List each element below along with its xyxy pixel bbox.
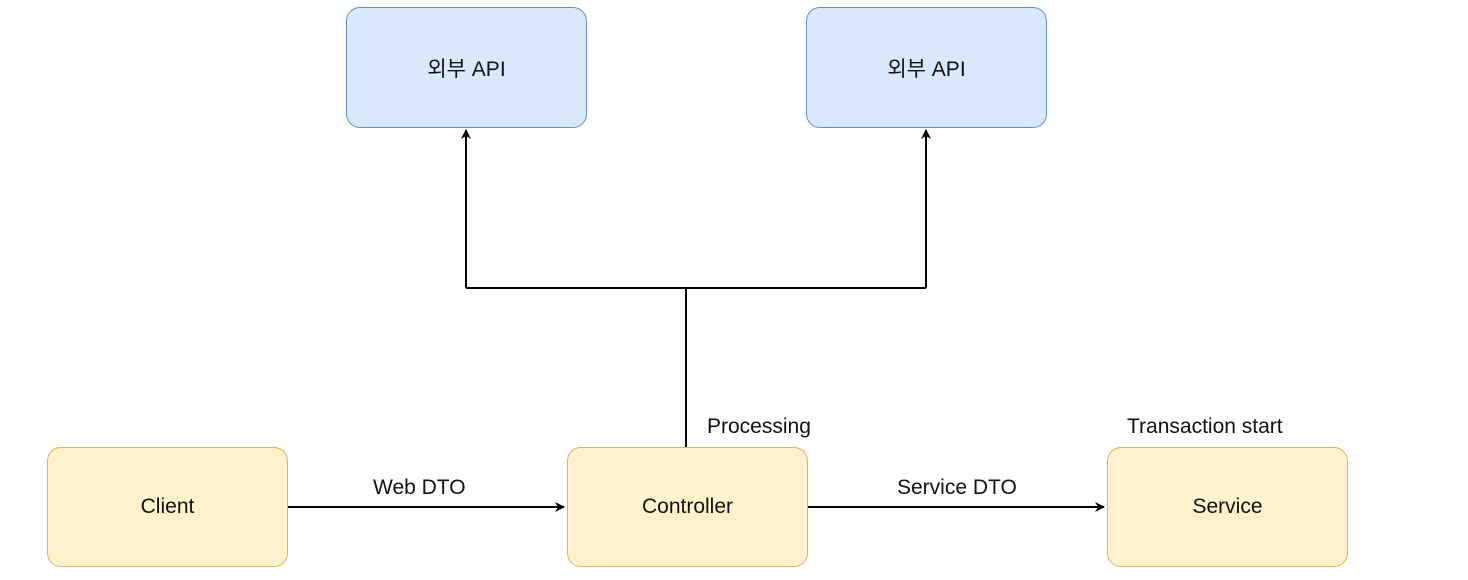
external-api-left-label: 외부 API <box>427 57 506 81</box>
client-label: Client <box>140 495 195 518</box>
client-node[interactable]: Client <box>47 447 288 567</box>
external-api-right-label: 외부 API <box>887 57 966 81</box>
annotation-transaction-start: Transaction start <box>1127 415 1283 438</box>
external-api-node-right[interactable]: 외부 API <box>806 7 1047 128</box>
service-node[interactable]: Service <box>1107 447 1348 567</box>
edge-label-processing: Processing <box>707 415 811 438</box>
controller-label: Controller <box>641 495 734 518</box>
controller-node[interactable]: Controller <box>567 447 808 567</box>
service-label: Service <box>1192 495 1263 518</box>
edge-label-service-dto: Service DTO <box>897 476 1017 499</box>
edge-label-web-dto: Web DTO <box>373 476 466 499</box>
external-api-node-left[interactable]: 외부 API <box>346 7 587 128</box>
